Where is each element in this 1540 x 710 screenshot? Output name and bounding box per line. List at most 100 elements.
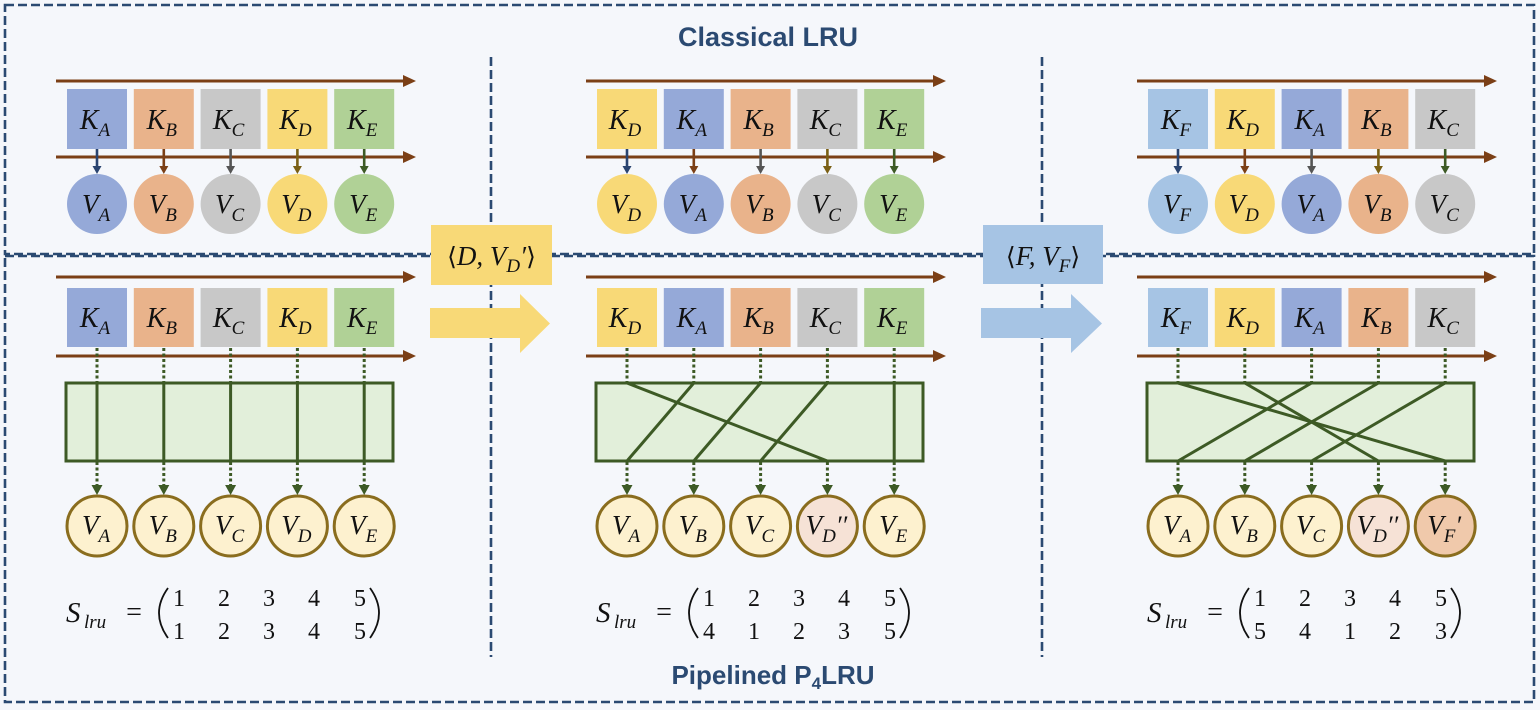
matrix-entry: 3 bbox=[838, 619, 850, 645]
key-label: KA bbox=[79, 105, 111, 141]
value-node: VF′ bbox=[1413, 462, 1477, 558]
key-subscript: B bbox=[165, 318, 177, 339]
matrix-right-paren bbox=[1450, 587, 1461, 639]
slot-connector-head bbox=[1307, 166, 1317, 174]
value-subscript: B bbox=[1246, 526, 1258, 547]
matrix-entry: 2 bbox=[1299, 586, 1311, 612]
crossbar-wire bbox=[1310, 381, 1446, 463]
value-symbol: V bbox=[1229, 189, 1249, 219]
key-subscript: C bbox=[1446, 318, 1459, 339]
permutation-crossbar bbox=[594, 381, 925, 463]
key-symbol: K bbox=[1293, 105, 1314, 136]
value-label: VB bbox=[1230, 510, 1259, 547]
key-box bbox=[1415, 288, 1476, 347]
matrix-entry: 1 bbox=[173, 619, 185, 645]
value-symbol: V bbox=[1297, 189, 1317, 219]
value-label: VB bbox=[149, 189, 178, 226]
matrix-entry: 2 bbox=[218, 619, 230, 645]
value-node: VC bbox=[797, 174, 858, 234]
slot-connector-head bbox=[689, 166, 699, 174]
key-slot: KB bbox=[133, 89, 194, 174]
key-box bbox=[334, 288, 395, 347]
key-slot: KC bbox=[1415, 89, 1476, 174]
value-subscript: D bbox=[297, 526, 312, 547]
key-label: KC bbox=[1427, 303, 1460, 339]
value-circle bbox=[1415, 174, 1476, 234]
key-slot: KB bbox=[730, 89, 791, 174]
matrix-entry: 1 bbox=[1344, 619, 1356, 645]
key-symbol: K bbox=[278, 105, 299, 136]
key-subscript: C bbox=[828, 120, 841, 141]
key-slot: KA bbox=[1281, 89, 1342, 174]
key-symbol: K bbox=[876, 303, 897, 334]
transition-arrow bbox=[981, 294, 1102, 353]
value-node: VB bbox=[1348, 174, 1409, 234]
key-symbol: K bbox=[608, 105, 629, 136]
pipeline-arrow-top-head bbox=[1484, 75, 1497, 87]
value-label: VA bbox=[82, 189, 111, 226]
value-symbol: V bbox=[1296, 510, 1316, 540]
value-label: VE bbox=[879, 189, 908, 226]
key-subscript: B bbox=[762, 120, 774, 141]
value-symbol: V bbox=[1163, 189, 1183, 219]
dotted-value-link-head bbox=[158, 485, 170, 495]
key-box bbox=[864, 288, 925, 347]
value-symbol: V bbox=[746, 189, 766, 219]
key-symbol: K bbox=[1226, 105, 1247, 136]
value-node: VE bbox=[862, 462, 926, 558]
value-label: VE bbox=[879, 510, 908, 547]
value-subscript: C bbox=[828, 205, 841, 226]
request-value-subscript: F bbox=[1058, 256, 1071, 277]
matrix-entry: 2 bbox=[793, 619, 805, 645]
matrix-entry: 1 bbox=[748, 619, 760, 645]
permutation-crossbar bbox=[1145, 381, 1476, 463]
value-node: VA bbox=[67, 174, 127, 234]
slot-connector-head bbox=[1173, 166, 1183, 174]
matrix-entry: 3 bbox=[263, 586, 275, 612]
key-symbol: K bbox=[1427, 105, 1448, 136]
value-subscript: B bbox=[695, 526, 707, 547]
key-subscript: D bbox=[626, 120, 641, 141]
value-label: VD′′ bbox=[806, 510, 848, 547]
value-label: VB bbox=[149, 510, 178, 547]
slot-connector-head bbox=[622, 166, 632, 174]
key-label: KC bbox=[212, 105, 245, 141]
key-symbol: K bbox=[1360, 303, 1381, 334]
key-subscript: B bbox=[165, 120, 177, 141]
key-subscript: E bbox=[895, 120, 908, 141]
value-symbol: V bbox=[1230, 510, 1250, 540]
value-subscript: F bbox=[1178, 205, 1191, 226]
s-lru-symbol: S bbox=[66, 597, 81, 629]
value-circle bbox=[729, 494, 793, 558]
key-label: KA bbox=[676, 303, 708, 339]
value-prime: ′′ bbox=[836, 511, 848, 540]
value-symbol: V bbox=[879, 510, 899, 540]
angle-close: ⟩ bbox=[1070, 242, 1080, 271]
key-label: KD bbox=[608, 303, 642, 339]
key-subscript: E bbox=[365, 120, 378, 141]
key-symbol: K bbox=[809, 105, 830, 136]
key-subscript: C bbox=[232, 120, 245, 141]
value-node: VE bbox=[864, 174, 925, 234]
key-box bbox=[663, 89, 724, 149]
dotted-value-link-head bbox=[621, 485, 633, 495]
key-box bbox=[267, 288, 328, 347]
request-value-subscript: D bbox=[505, 256, 520, 277]
value-prime: ′′ bbox=[1387, 511, 1399, 540]
slot-connector-head bbox=[359, 166, 369, 174]
value-node: VC bbox=[1280, 462, 1344, 558]
value-circle bbox=[1413, 494, 1477, 558]
value-symbol: V bbox=[1357, 510, 1377, 540]
matrix-entry: 5 bbox=[354, 586, 366, 612]
key-slot: KD bbox=[1214, 288, 1275, 383]
key-symbol: K bbox=[676, 105, 697, 136]
angle-close: ⟩ bbox=[526, 242, 536, 271]
key-subscript: B bbox=[762, 318, 774, 339]
key-symbol: K bbox=[278, 303, 299, 334]
value-node: VB bbox=[133, 174, 194, 234]
slot-connector-head bbox=[292, 166, 302, 174]
key-box bbox=[1348, 288, 1409, 347]
key-label: KA bbox=[1293, 303, 1325, 339]
